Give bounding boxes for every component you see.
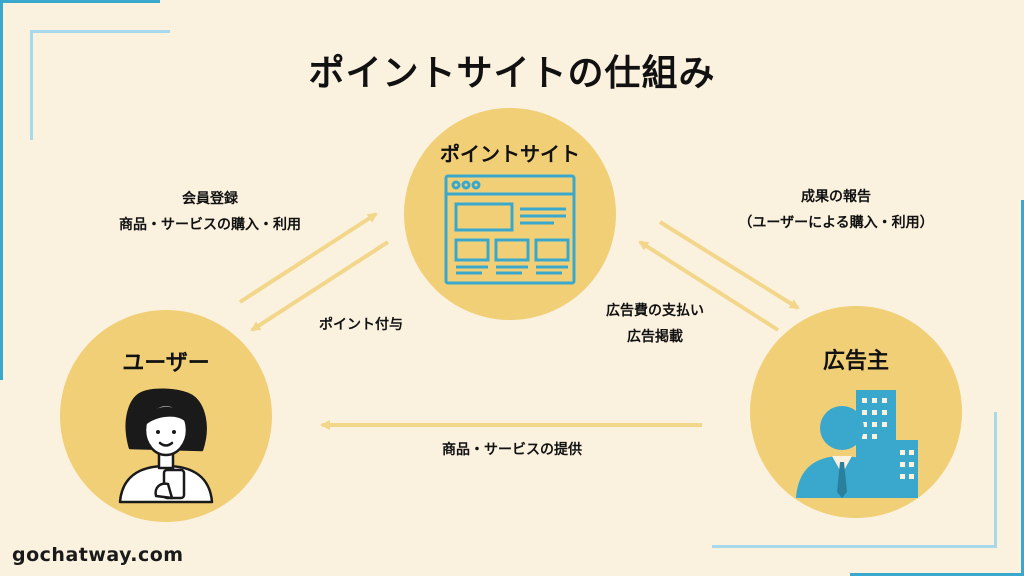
flow-label-advertiser-to-site-line1: 広告費の支払い bbox=[606, 303, 704, 319]
flow-label-user-to-site-line1: 会員登録 bbox=[182, 191, 238, 207]
businessman-building-icon bbox=[796, 390, 918, 498]
arrow-site-to-user bbox=[250, 240, 390, 332]
frame-line-bottom-inner bbox=[712, 545, 997, 548]
flow-label-site-to-advertiser-line2: （ユーザーによる購入・利用） bbox=[738, 215, 934, 231]
advertiser-label: 広告主 bbox=[822, 349, 889, 374]
site-domain-footer: gochatway.com bbox=[12, 544, 184, 566]
frame-line-right bbox=[1021, 200, 1024, 576]
flow-label-advertiser-to-site-line2: 広告掲載 bbox=[627, 329, 683, 345]
frame-line-left-inner bbox=[30, 30, 33, 140]
arrow-site-to-advertiser bbox=[658, 220, 800, 310]
frame-line-left bbox=[0, 0, 3, 380]
flow-label-site-to-user: ポイント付与 bbox=[319, 317, 403, 333]
flow-label-advertiser-to-site: 広告費の支払い 広告掲載 bbox=[580, 298, 730, 350]
point-site-circle bbox=[404, 108, 616, 320]
frame-line-top-left bbox=[0, 0, 160, 3]
arrow-user-to-site bbox=[238, 212, 378, 304]
page-title: ポイントサイトの仕組み bbox=[308, 53, 716, 94]
browser-window-icon bbox=[444, 174, 576, 285]
user-label: ユーザー bbox=[122, 351, 210, 376]
flow-label-site-to-advertiser-line1: 成果の報告 bbox=[801, 189, 871, 205]
flow-label-advertiser-to-user: 商品・サービスの提供 bbox=[442, 442, 582, 458]
frame-line-right-inner bbox=[994, 412, 997, 546]
flow-label-user-to-site-line2: 商品・サービスの購入・利用 bbox=[119, 217, 301, 233]
frame-line-top-left-inner bbox=[30, 30, 170, 33]
point-site-label: ポイントサイト bbox=[440, 142, 580, 166]
flow-label-user-to-site: 会員登録 商品・サービスの購入・利用 bbox=[60, 186, 360, 238]
woman-with-smartphone-icon bbox=[118, 388, 214, 504]
flow-label-site-to-advertiser: 成果の報告 （ユーザーによる購入・利用） bbox=[686, 184, 986, 236]
frame-line-bottom bbox=[850, 573, 1024, 576]
arrow-advertiser-to-site bbox=[638, 240, 780, 332]
